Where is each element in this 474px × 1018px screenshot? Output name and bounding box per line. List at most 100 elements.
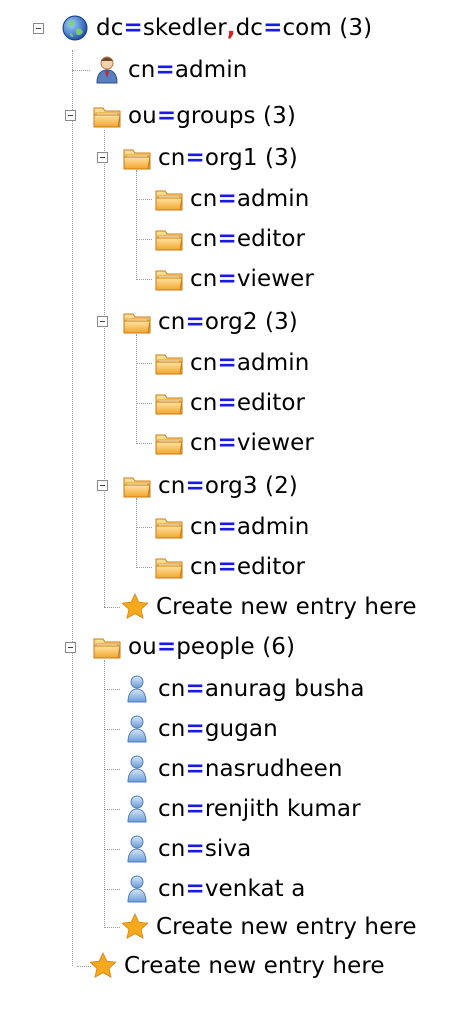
node-label: ou=people (6)	[128, 634, 296, 660]
tree-line	[104, 689, 120, 690]
collapse-toggle-org2[interactable]	[97, 316, 108, 327]
tree-node-people[interactable]: ou=people (6)	[92, 627, 295, 667]
tree-line	[104, 889, 120, 890]
create-entry-root[interactable]: Create new entry here	[88, 946, 385, 986]
tree-node-org2-editor[interactable]: cn=editor	[154, 383, 305, 423]
collapse-toggle-people[interactable]	[65, 642, 76, 653]
node-label: cn=editor	[190, 390, 306, 416]
tree-node-org2-admin[interactable]: cn=admin	[154, 343, 309, 383]
node-label: cn=viewer	[190, 266, 314, 292]
admin-user-icon	[92, 55, 122, 85]
tree-line	[136, 443, 152, 444]
collapse-toggle-org1[interactable]	[97, 152, 108, 163]
node-label: cn=admin	[128, 57, 248, 83]
node-label: cn=siva	[158, 836, 252, 862]
tree-node-org3[interactable]: cn=org3 (2)	[122, 466, 298, 506]
folder-icon	[154, 388, 184, 418]
folder-icon	[154, 512, 184, 542]
folder-icon	[154, 348, 184, 378]
tree-line	[136, 498, 137, 568]
collapse-toggle-root[interactable]	[33, 23, 44, 34]
star-icon	[120, 592, 150, 622]
create-entry-label: Create new entry here	[156, 914, 417, 940]
user-icon	[122, 794, 152, 824]
create-entry-groups[interactable]: Create new entry here	[120, 587, 417, 627]
create-entry-people[interactable]: Create new entry here	[120, 907, 417, 947]
folder-icon	[154, 428, 184, 458]
node-label: cn=nasrudheen	[158, 756, 343, 782]
node-label: cn=admin	[190, 186, 310, 212]
node-label: cn=org1 (3)	[158, 145, 298, 171]
tree-line	[136, 527, 152, 528]
tree-line	[136, 403, 152, 404]
node-label: cn=renjith kumar	[158, 796, 361, 822]
node-label: cn=editor	[190, 554, 306, 580]
node-label: cn=org3 (2)	[158, 473, 298, 499]
node-label: cn=anurag busha	[158, 676, 365, 702]
user-icon	[122, 754, 152, 784]
tree-line	[72, 70, 90, 71]
user-icon	[122, 874, 152, 904]
folder-icon	[122, 471, 152, 501]
tree-node-org1-admin[interactable]: cn=admin	[154, 179, 309, 219]
node-label: cn=gugan	[158, 716, 278, 742]
star-icon	[88, 951, 118, 981]
node-label: cn=org2 (3)	[158, 309, 298, 335]
tree-node-admin[interactable]: cn=admin	[92, 50, 247, 90]
folder-icon	[154, 184, 184, 214]
tree-node-groups[interactable]: ou=groups (3)	[92, 96, 296, 136]
node-label: cn=viewer	[190, 430, 314, 456]
node-label: cn=admin	[190, 350, 310, 376]
folder-icon	[122, 143, 152, 173]
folder-icon	[92, 632, 122, 662]
tree-node-root[interactable]: dc=skedler,dc=com (3)	[60, 8, 372, 48]
tree-line	[104, 849, 120, 850]
node-label: dc=skedler,dc=com (3)	[96, 15, 373, 41]
tree-line	[136, 363, 152, 364]
create-entry-label: Create new entry here	[156, 594, 417, 620]
node-label: ou=groups (3)	[128, 103, 296, 129]
folder-icon	[154, 224, 184, 254]
tree-node-user[interactable]: cn=renjith kumar	[122, 789, 361, 829]
tree-node-user[interactable]: cn=nasrudheen	[122, 749, 343, 789]
folder-icon	[122, 307, 152, 337]
tree-node-user[interactable]: cn=siva	[122, 829, 251, 869]
folder-icon	[154, 552, 184, 582]
tree-line	[104, 607, 120, 608]
tree-line	[136, 170, 137, 280]
tree-node-org3-admin[interactable]: cn=admin	[154, 507, 309, 547]
tree-node-org1-viewer[interactable]: cn=viewer	[154, 259, 314, 299]
tree-node-org3-editor[interactable]: cn=editor	[154, 547, 305, 587]
globe-icon	[60, 13, 90, 43]
tree-line	[104, 130, 105, 607]
folder-icon	[154, 264, 184, 294]
tree-line	[136, 567, 152, 568]
folder-icon	[92, 101, 122, 131]
tree-line	[104, 769, 120, 770]
tree-line	[104, 660, 105, 928]
tree-node-org2[interactable]: cn=org2 (3)	[122, 302, 298, 342]
tree-node-user[interactable]: cn=anurag busha	[122, 669, 365, 709]
node-label: cn=admin	[190, 514, 310, 540]
user-icon	[122, 834, 152, 864]
collapse-toggle-org3[interactable]	[97, 480, 108, 491]
tree-line	[104, 809, 120, 810]
tree-node-org1-editor[interactable]: cn=editor	[154, 219, 305, 259]
tree-line	[104, 927, 120, 928]
tree-line	[104, 729, 120, 730]
star-icon	[120, 912, 150, 942]
tree-line	[77, 966, 91, 967]
tree-node-user[interactable]: cn=venkat a	[122, 869, 305, 909]
tree-node-org2-viewer[interactable]: cn=viewer	[154, 423, 314, 463]
user-icon	[122, 674, 152, 704]
tree-node-user[interactable]: cn=gugan	[122, 709, 278, 749]
collapse-toggle-groups[interactable]	[65, 110, 76, 121]
tree-line	[136, 239, 152, 240]
tree-node-org1[interactable]: cn=org1 (3)	[122, 138, 298, 178]
user-icon	[122, 714, 152, 744]
create-entry-label: Create new entry here	[124, 953, 385, 979]
node-label: cn=venkat a	[158, 876, 306, 902]
tree-line	[136, 199, 152, 200]
tree-line	[136, 279, 152, 280]
